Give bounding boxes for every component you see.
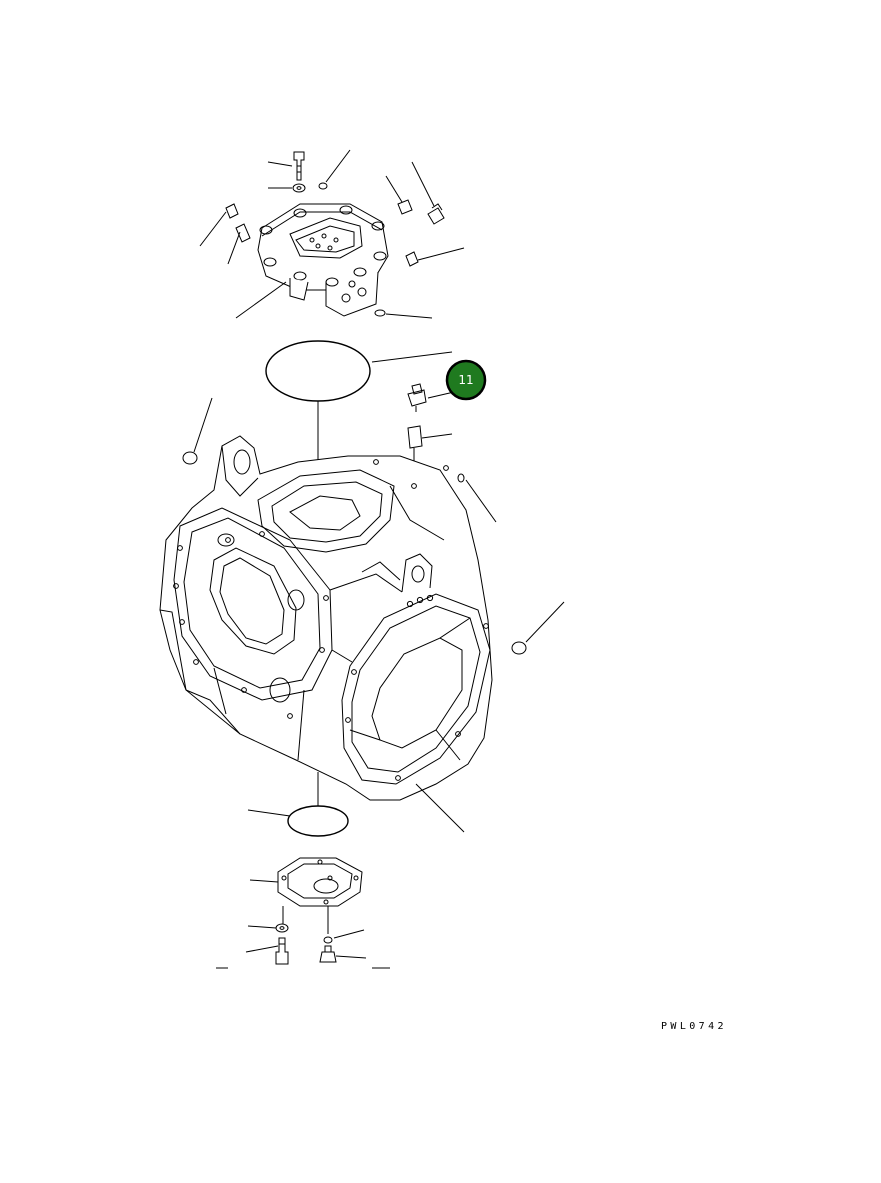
adapter-fitting: [407, 425, 423, 449]
callout-11[interactable]: 11: [445, 359, 487, 401]
callout-circle[interactable]: [445, 359, 487, 401]
sensor-group: [407, 383, 427, 470]
breather: [427, 203, 445, 225]
valve-assembly-top: [225, 151, 445, 317]
bottom-o-ring: [374, 309, 386, 317]
small-o-ring: [318, 182, 328, 190]
valve-body-block: [325, 271, 379, 317]
callout-number[interactable]: 11: [458, 373, 473, 387]
right-plug-oval: [511, 641, 527, 655]
large-gasket: [265, 340, 371, 402]
bottom-bolt: [275, 937, 289, 965]
side-fitting: [405, 251, 419, 267]
bottom-gasket: [287, 805, 349, 837]
drain-plug: [319, 945, 337, 963]
bottom-cover: [277, 857, 363, 907]
left-plug-oval: [182, 451, 198, 465]
bottom-cover-group: [275, 857, 363, 965]
top-washer: [292, 183, 306, 193]
sensor: [407, 383, 427, 407]
drawing-code: PWL0742: [661, 1021, 727, 1032]
plug-left-1: [225, 203, 239, 219]
bottom-washer: [275, 923, 289, 933]
housing-outline: [159, 435, 493, 801]
plug-right: [397, 199, 413, 215]
top-right-plug: [457, 473, 465, 483]
leader-lines: [193, 149, 565, 969]
plug-left-2: [235, 223, 251, 243]
bottom-small-washer: [323, 936, 333, 944]
transmission-housing: [159, 435, 493, 801]
